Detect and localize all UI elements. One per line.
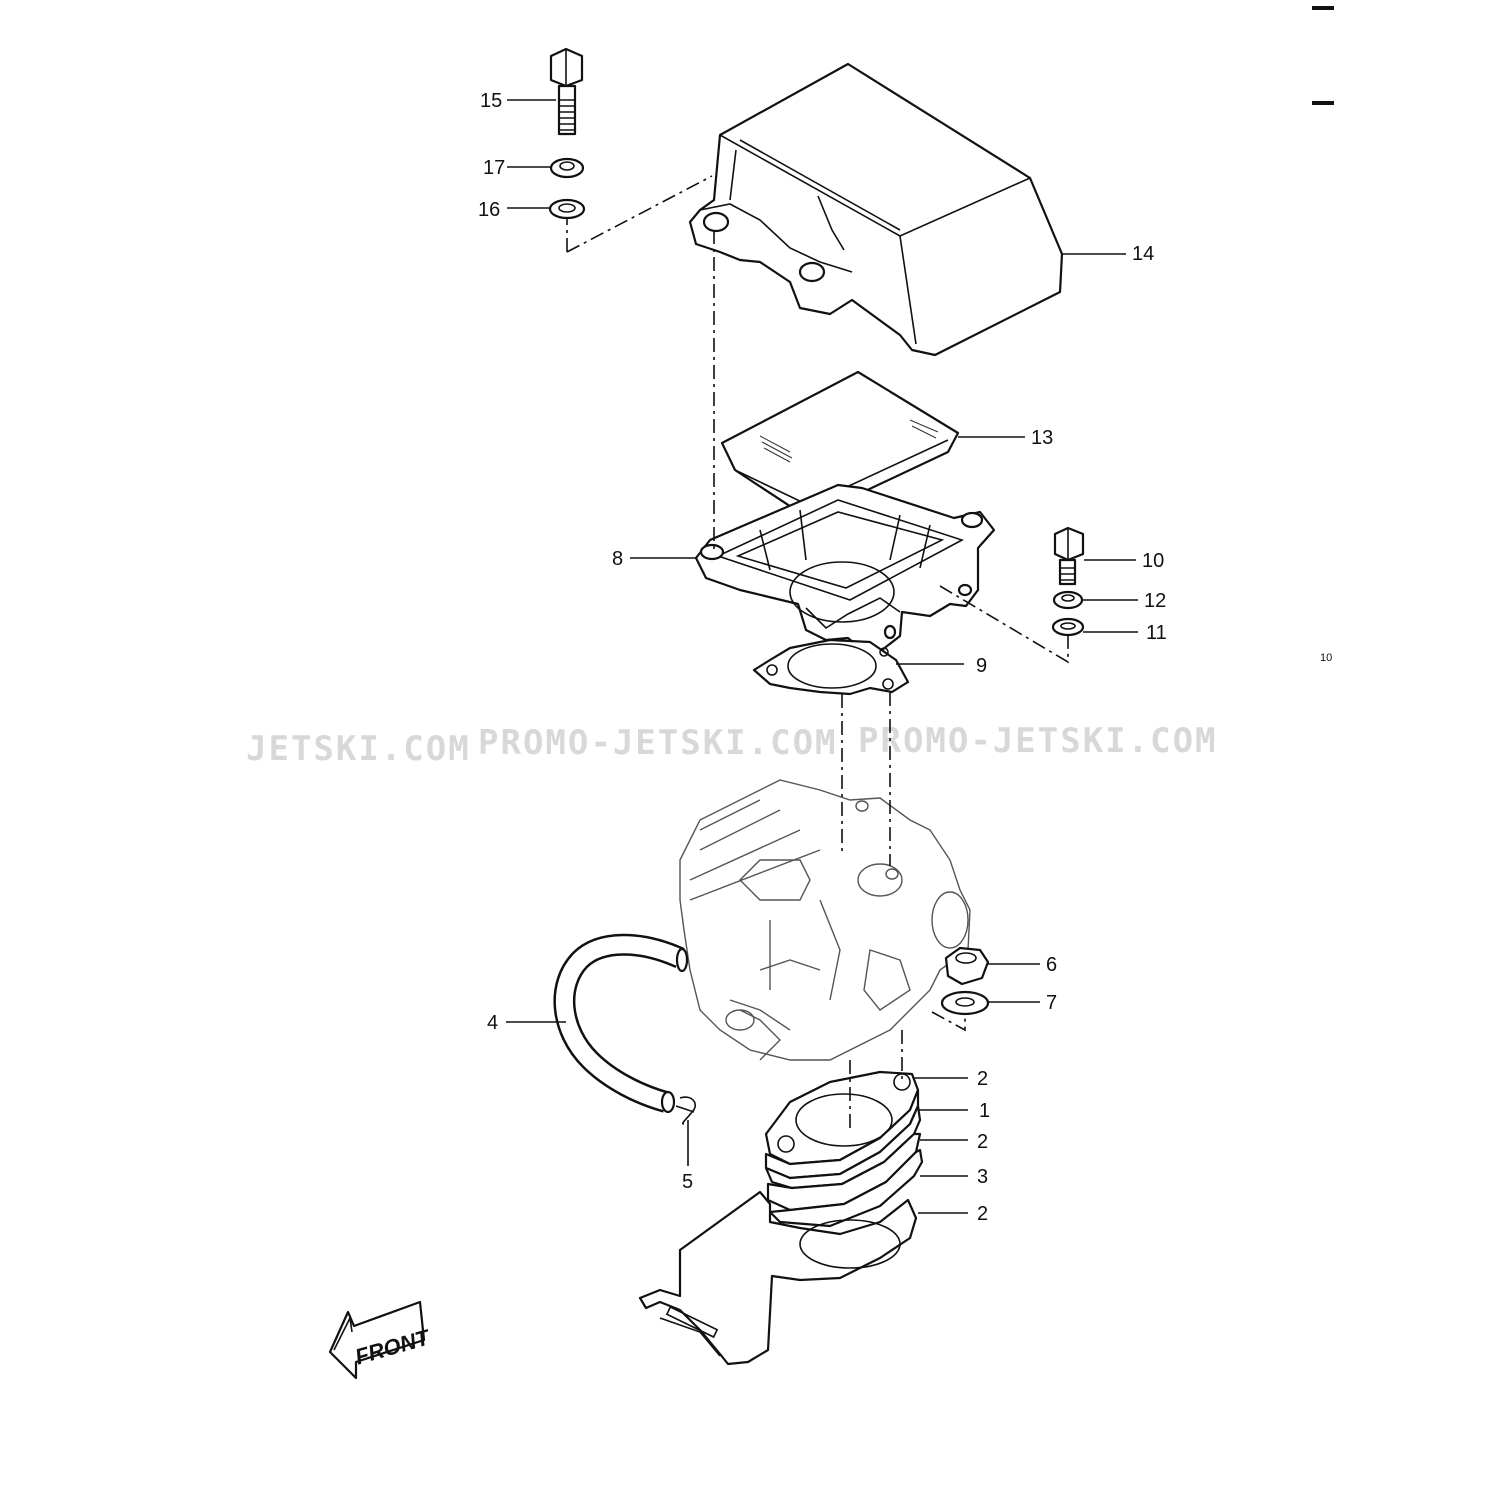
- callout-1: 1: [979, 1100, 990, 1122]
- corner-mark: 10: [1320, 652, 1332, 664]
- washer-12: [1052, 590, 1084, 610]
- watermark-text-3: PROMO-JETSKI.COM: [858, 721, 1218, 761]
- bolt-15: [549, 47, 584, 136]
- callout-9: 9: [976, 655, 987, 677]
- front-arrow: FRONT: [328, 1300, 433, 1380]
- align-line-nut6: [931, 1011, 966, 1032]
- bracket: [638, 1190, 918, 1366]
- clip-5: [675, 1096, 696, 1125]
- callouts: 15 17 16 14 13 8 10 12 11 9 6 7 4 5 2 1 …: [478, 90, 1167, 1225]
- callout-4: 4: [487, 1012, 498, 1034]
- filter-mesh: [759, 419, 939, 463]
- callout-15: 15: [480, 90, 502, 112]
- watermark: JETSKI.COM PROMO-JETSKI.COM PROMO-JETSKI…: [246, 721, 1218, 769]
- callout-6: 6: [1046, 954, 1057, 976]
- watermark-text-2: PROMO-JETSKI.COM: [478, 723, 838, 763]
- bolt-10: [1053, 526, 1085, 586]
- washer-16: [548, 198, 586, 220]
- callout-11: 11: [1146, 622, 1167, 644]
- callout-10: 10: [1142, 550, 1164, 572]
- plate-3: [766, 1132, 922, 1212]
- callout-2-bottom: 2: [977, 1203, 988, 1225]
- cover-14: [688, 62, 1064, 357]
- callout-2-top: 2: [977, 1068, 988, 1090]
- nut-6: [944, 946, 990, 986]
- callout-14: 14: [1132, 243, 1154, 265]
- callout-7: 7: [1046, 992, 1057, 1014]
- callout-13: 13: [1031, 427, 1053, 449]
- callout-5: 5: [682, 1171, 693, 1193]
- callout-12: 12: [1144, 590, 1166, 612]
- carburetor: [679, 779, 971, 1061]
- leader-lines: [506, 99, 1138, 1214]
- callout-8: 8: [612, 548, 623, 570]
- align-line-bolt15: [566, 175, 713, 253]
- callout-17: 17: [483, 157, 505, 179]
- watermark-text-1: JETSKI.COM: [246, 729, 471, 769]
- callout-2-middle: 2: [977, 1131, 988, 1153]
- gasket-2-bottom: [768, 1148, 924, 1228]
- base-8: [694, 483, 996, 652]
- callout-16: 16: [478, 199, 500, 221]
- hose-4: [553, 933, 689, 1114]
- gasket-9: [752, 638, 910, 696]
- washer-17: [549, 157, 585, 179]
- align-line-base-bolt10: [939, 585, 1069, 664]
- washer-7: [940, 990, 990, 1016]
- washer-11: [1051, 617, 1085, 637]
- callout-3: 3: [977, 1166, 988, 1188]
